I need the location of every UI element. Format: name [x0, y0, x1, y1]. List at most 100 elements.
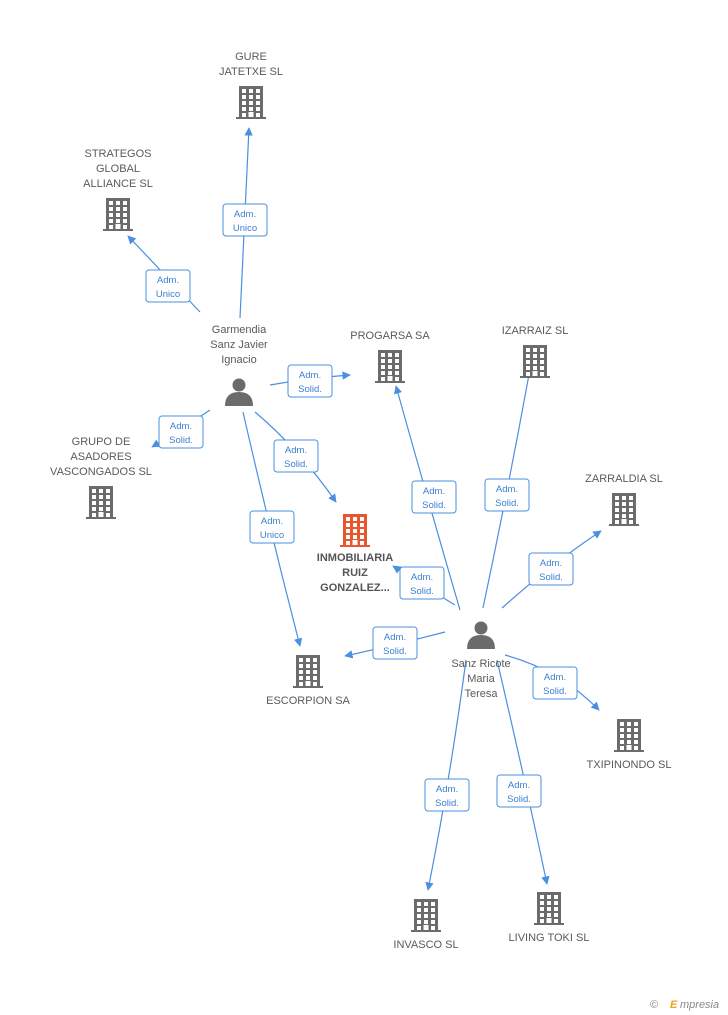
relation-label[interactable]: Adm.Unico: [222, 203, 268, 237]
relation-text: Adm.: [299, 370, 321, 381]
relation-box: [532, 666, 578, 700]
relation-box: [424, 778, 470, 812]
building-icon: [609, 493, 639, 526]
relation-text: Solid.: [298, 384, 322, 395]
building-icon: [340, 514, 370, 547]
relation-box: [496, 774, 542, 808]
relation-label[interactable]: Adm. Solid.: [484, 478, 530, 512]
relation-box: [399, 566, 445, 600]
node-label: Garmendia: [212, 324, 267, 336]
building-icon: [520, 345, 550, 378]
building-icon: [614, 719, 644, 752]
node-label: JATETXE SL: [219, 66, 283, 78]
relation-text: Solid.: [507, 794, 531, 805]
relation-label[interactable]: Adm. Solid.: [287, 364, 333, 398]
node-label: INMOBILIARIA: [317, 552, 393, 564]
relation-text: Solid.: [383, 646, 407, 657]
relation-text: Solid.: [495, 498, 519, 509]
node-label: ESCORPION SA: [266, 695, 350, 707]
node-inmobiliaria[interactable]: INMOBILIARIA RUIZ GONZALEZ...: [317, 514, 393, 594]
node-progarsa[interactable]: PROGARSA SA: [350, 330, 430, 383]
node-label: Ignacio: [221, 354, 256, 366]
relation-box: [158, 415, 204, 449]
node-label: ASADORES: [70, 451, 131, 463]
node-txipinondo[interactable]: TXIPINONDO SL: [587, 719, 672, 771]
relation-text: Adm.: [436, 784, 458, 795]
person-icon: [225, 378, 253, 406]
relation-labels-layer: Adm.UnicoAdm.UnicoAdm.Solid.Adm.Solid.Ad…: [145, 203, 578, 812]
relation-box: [372, 626, 418, 660]
relation-text: Solid.: [410, 586, 434, 597]
brand-name: mpresia: [680, 999, 719, 1011]
relation-text: Adm.: [540, 558, 562, 569]
node-label: GONZALEZ...: [320, 582, 390, 594]
relation-label[interactable]: Adm. Solid.: [424, 778, 470, 812]
relation-text: Solid.: [284, 459, 308, 470]
relation-text: Adm.: [261, 516, 283, 527]
relation-label[interactable]: Adm. Solid.: [372, 626, 418, 660]
relation-label[interactable]: Adm.Solid.: [532, 666, 578, 700]
node-label: INVASCO SL: [393, 939, 458, 951]
relation-box: [287, 364, 333, 398]
relation-box: [411, 480, 457, 514]
building-icon: [293, 655, 323, 688]
relation-text: Adm.: [411, 572, 433, 583]
node-label: TXIPINONDO SL: [587, 759, 672, 771]
node-label: IZARRAIZ SL: [502, 325, 569, 337]
node-izarraiz[interactable]: IZARRAIZ SL: [502, 325, 569, 378]
relation-label[interactable]: Adm. Solid.: [496, 774, 542, 808]
relation-text: Adm.: [170, 421, 192, 432]
relation-label[interactable]: Adm. Solid.: [273, 439, 319, 473]
copyright-symbol: ©: [650, 999, 658, 1011]
relation-text: Unico: [260, 530, 284, 541]
building-icon: [86, 486, 116, 519]
relation-text: Adm.: [508, 780, 530, 791]
node-escorpion[interactable]: ESCORPION SA: [266, 655, 351, 707]
relation-text: Adm.: [496, 484, 518, 495]
node-label: ALLIANCE SL: [83, 178, 153, 190]
relation-text: Solid.: [422, 500, 446, 511]
relation-box: [528, 552, 574, 586]
node-living-toki[interactable]: LIVING TOKI SL: [509, 892, 590, 944]
node-grupo-asadores[interactable]: GRUPO DE ASADORES VASCONGADOS SL: [50, 436, 152, 519]
relation-label[interactable]: Adm. Solid.: [411, 480, 457, 514]
node-zarraldia[interactable]: ZARRALDIA SL: [585, 473, 663, 526]
node-label: VASCONGADOS SL: [50, 466, 152, 478]
node-invasco[interactable]: INVASCO SL: [393, 899, 459, 951]
relation-label[interactable]: Adm.Unico: [145, 269, 191, 303]
relation-text: Adm.: [285, 445, 307, 456]
relation-text: Solid.: [539, 572, 563, 583]
node-label: Sanz Javier: [210, 339, 268, 351]
building-icon: [534, 892, 564, 925]
building-icon: [375, 350, 405, 383]
node-label: Sanz Ricote: [451, 658, 510, 670]
node-label: LIVING TOKI SL: [509, 932, 590, 944]
relation-text: Adm.: [384, 632, 406, 643]
relation-text: Adm.: [423, 486, 445, 497]
relation-text: Adm.: [234, 209, 256, 220]
relation-label[interactable]: Adm. Solid.: [158, 415, 204, 449]
relation-box: [249, 510, 295, 544]
node-label: GRUPO DE: [72, 436, 131, 448]
relation-text: Solid.: [435, 798, 459, 809]
relation-text: Solid.: [169, 435, 193, 446]
building-icon: [236, 86, 266, 119]
relation-label[interactable]: Adm. Solid.: [528, 552, 574, 586]
relation-box: [222, 203, 268, 237]
building-icon: [103, 198, 133, 231]
relation-label[interactable]: Adm. Solid.: [399, 566, 445, 600]
building-icon: [411, 899, 441, 932]
node-label: RUIZ: [342, 567, 368, 579]
brand-footer[interactable]: © E mpresia: [650, 999, 719, 1011]
node-label: PROGARSA SA: [350, 330, 430, 342]
node-label: Maria: [467, 673, 495, 685]
relation-label[interactable]: Adm. Unico: [249, 510, 295, 544]
node-label: STRATEGOS: [84, 148, 151, 160]
relation-text: Adm.: [157, 275, 179, 286]
